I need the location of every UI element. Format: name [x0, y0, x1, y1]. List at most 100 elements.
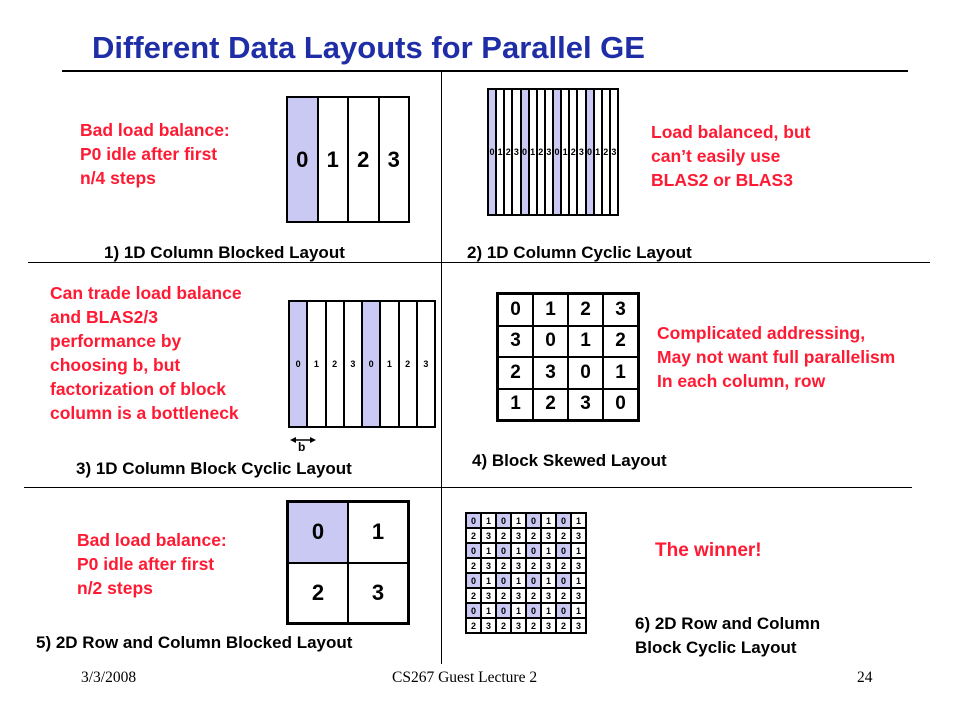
- matrix-cell: 1: [511, 513, 526, 528]
- panel4-note: Complicated addressing, May not want ful…: [657, 323, 896, 391]
- matrix-cell: 0: [526, 603, 541, 618]
- matrix-column: 3: [608, 90, 617, 214]
- matrix-cell: 0: [496, 543, 511, 558]
- matrix-cell: 1: [348, 502, 408, 563]
- matrix-cell: 2: [466, 588, 481, 603]
- panel2-caption: 2) 1D Column Cyclic Layout: [467, 243, 692, 262]
- matrix-column: 0: [361, 302, 380, 426]
- matrix-cell: 2: [466, 558, 481, 573]
- matrix-cell: 2: [496, 558, 511, 573]
- slide-title: Different Data Layouts for Parallel GE: [92, 30, 645, 65]
- horizontal-divider-2: [24, 487, 912, 488]
- matrix-cell: 0: [466, 603, 481, 618]
- matrix-cell: 3: [511, 558, 526, 573]
- matrix-cell: 0: [556, 603, 571, 618]
- matrix-column: 1: [379, 302, 397, 426]
- matrix-cell: 2: [466, 618, 481, 633]
- matrix-cell: 0: [466, 543, 481, 558]
- matrix-cell: 3: [568, 388, 603, 420]
- matrix-cell: 0: [526, 513, 541, 528]
- matrix-column: 0: [519, 90, 528, 214]
- matrix-cell: 1: [481, 543, 496, 558]
- matrix-column: 2: [347, 98, 378, 221]
- matrix-column: 2: [503, 90, 511, 214]
- matrix-cell: 0: [288, 502, 348, 563]
- matrix-cell: 0: [533, 325, 568, 357]
- matrix-cell: 0: [526, 543, 541, 558]
- title-underline: [62, 70, 908, 72]
- matrix-cell: 2: [556, 528, 571, 543]
- matrix-cell: 0: [496, 513, 511, 528]
- matrix-cell: 0: [496, 573, 511, 588]
- panel5-note: Bad load balance: P0 idle after first n/…: [77, 530, 227, 598]
- panel3-caption: 3) 1D Column Block Cyclic Layout: [76, 459, 352, 478]
- matrix-column: 0: [290, 302, 307, 426]
- matrix-cell: 0: [498, 294, 533, 326]
- matrix-cell: 2: [526, 558, 541, 573]
- matrix-column: 0: [489, 90, 496, 214]
- matrix-cell: 3: [541, 528, 556, 543]
- matrix-cell: 1: [571, 513, 586, 528]
- matrix-column: 3: [377, 98, 409, 221]
- matrix-column: 1: [527, 90, 536, 214]
- matrix-cell: 3: [541, 588, 556, 603]
- panel6-note: The winner!: [655, 540, 762, 561]
- matrix-column: 2: [600, 90, 609, 214]
- matrix-cell: 0: [556, 513, 571, 528]
- block-width-label: b: [298, 440, 306, 454]
- matrix-cell: 0: [603, 388, 638, 420]
- matrix-column: 2: [568, 90, 576, 214]
- matrix-column: 3: [415, 302, 434, 426]
- matrix-cell: 2: [556, 558, 571, 573]
- matrix-cell: 1: [541, 513, 556, 528]
- matrix-cell: 2: [496, 528, 511, 543]
- matrix-cell: 2: [603, 325, 638, 357]
- matrix-cell: 3: [541, 618, 556, 633]
- matrix-cell: 2: [496, 618, 511, 633]
- matrix-cell: 1: [603, 357, 638, 389]
- matrix-cell: 3: [481, 558, 496, 573]
- matrix-cell: 0: [466, 573, 481, 588]
- matrix-cell: 3: [481, 528, 496, 543]
- matrix-cell: 2: [466, 528, 481, 543]
- matrix-cell: 2: [526, 528, 541, 543]
- matrix-column: 1: [495, 90, 503, 214]
- matrix-cell: 1: [541, 603, 556, 618]
- panel4-caption: 4) Block Skewed Layout: [472, 451, 667, 470]
- footer-page: 24: [857, 669, 873, 686]
- matrix-cell: 3: [348, 562, 408, 623]
- matrix-column: 0: [288, 98, 317, 221]
- matrix-cell: 1: [511, 543, 526, 558]
- matrix-cell: 0: [466, 513, 481, 528]
- matrix-cell: 2: [533, 388, 568, 420]
- matrix-cell: 2: [556, 588, 571, 603]
- matrix-column: 1: [560, 90, 568, 214]
- footer-course: CS267 Guest Lecture 2: [392, 669, 538, 686]
- matrix-cell: 0: [556, 543, 571, 558]
- matrix-column: 3: [342, 302, 361, 426]
- matrix-cell: 1: [571, 573, 586, 588]
- matrix-cell: 3: [571, 528, 586, 543]
- matrix-column: 0: [552, 90, 561, 214]
- matrix-cell: 3: [533, 357, 568, 389]
- matrix-cell: 0: [496, 603, 511, 618]
- panel2-note: Load balanced, but can’t easily use BLAS…: [651, 122, 811, 190]
- matrix-cell: 2: [568, 294, 603, 326]
- matrix-cell: 3: [511, 528, 526, 543]
- matrix-column: 2: [324, 302, 343, 426]
- matrix-cell: 3: [481, 618, 496, 633]
- matrix-column: 1: [592, 90, 601, 214]
- matrix-column: 1: [316, 98, 348, 221]
- matrix-cell: 3: [571, 558, 586, 573]
- matrix-cell: 2: [288, 562, 348, 623]
- matrix-cell: 1: [511, 603, 526, 618]
- matrix-cell: 1: [481, 573, 496, 588]
- matrix-column: 0: [584, 90, 593, 214]
- matrix-cell: 1: [481, 513, 496, 528]
- matrix-cell: 1: [568, 325, 603, 357]
- panel1-note: Bad load balance: P0 idle after first n/…: [80, 120, 230, 188]
- matrix-cell: 2: [496, 588, 511, 603]
